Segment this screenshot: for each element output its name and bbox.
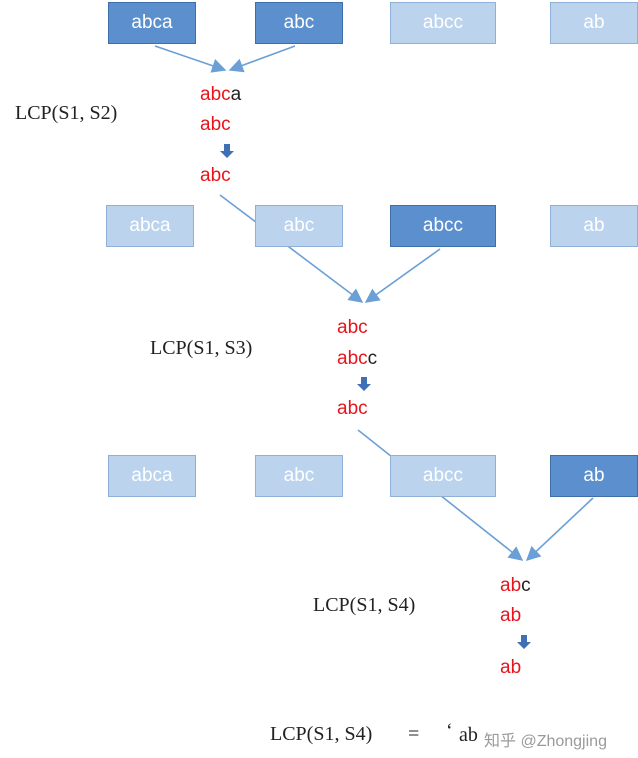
row2-link-from-prev [219,194,364,303]
row1-step-label: LCP(S1, S2) [15,102,118,124]
row1-link-from-s1 [154,45,227,73]
final-quote: ‘ [446,720,453,742]
row1-down-arrow-icon [220,144,234,158]
row1-line1: abca [200,84,242,105]
row2-box-s1: abca [106,205,194,247]
row2-down-arrow-icon [357,377,371,391]
row2-box-s4: ab [550,205,638,247]
row3-step-label: LCP(S1, S4) [313,594,416,616]
row3-down-arrow-icon [517,635,531,649]
row1-line2: abc [200,114,231,135]
row3-line1: abc [500,575,531,596]
row2-box-s2: abc [255,205,343,247]
row3-link-from-s4 [525,497,594,561]
row2-link-from-s3 [364,248,441,303]
row1-box-s3: abcc [390,2,496,44]
row2-step-label: LCP(S1, S3) [150,337,253,359]
row2-line2: abcc [337,348,378,369]
row3-box-s2: abc [255,455,343,497]
row3-result: ab [500,657,522,678]
row3-box-s1: abca [108,455,196,497]
watermark: 知乎 @Zhongjing [484,733,607,750]
final-label: LCP(S1, S4) [270,723,373,745]
row1-link-from-s2 [228,45,296,73]
row2-result: abc [337,398,368,419]
row1-box-s4: ab [550,2,638,44]
row3-line2: ab [500,605,522,626]
final-equals: = [408,723,420,745]
row3-box-s3: abcc [390,455,496,497]
row2-line1: abc [337,317,368,338]
row2-box-s3: abcc [390,205,496,247]
final-value: ab [459,724,478,746]
row1-box-s1: abca [108,2,196,44]
row3-box-s4: ab [550,455,638,497]
row1-result: abc [200,165,231,186]
row1-box-s2: abc [255,2,343,44]
